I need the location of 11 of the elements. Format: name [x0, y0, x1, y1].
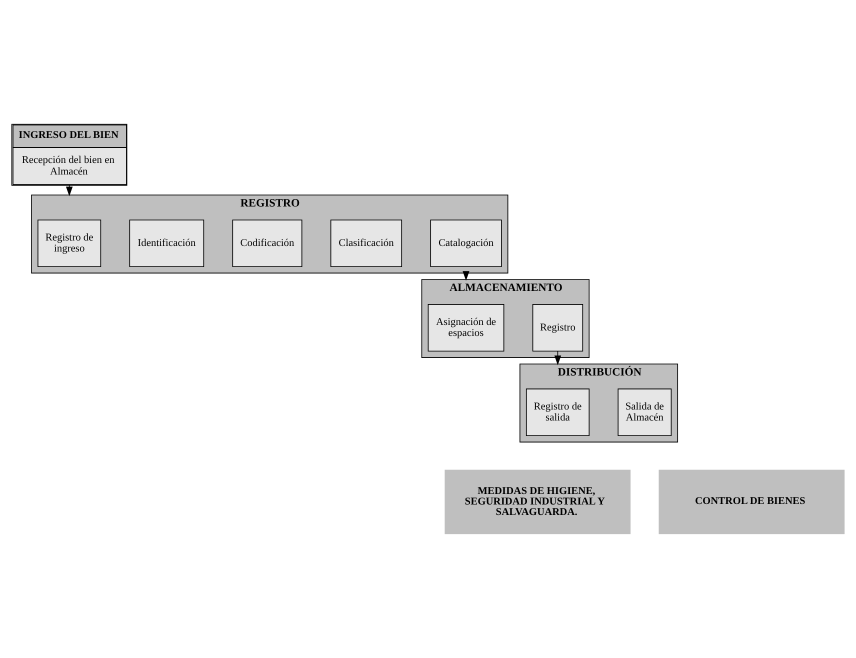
node-box: MEDIDAS DE HIGIENE, SEGURIDAD INDUSTRIAL Y SALVAGUARDA.	[444, 470, 631, 534]
node-box: CONTROL DE BIENES	[658, 470, 845, 534]
node-box: Codificación	[232, 220, 302, 268]
node-box: Salida de Almacén	[618, 388, 672, 436]
node-box: Registro	[532, 304, 584, 352]
node-box: Asignación de espacios	[428, 304, 504, 352]
node-box: Registro de ingreso	[38, 220, 102, 268]
node-box: Catalogación	[430, 220, 502, 268]
node-box: Registro de salida	[526, 388, 590, 436]
node-box: Identificación	[129, 220, 204, 268]
node-box: Clasificación	[330, 220, 402, 268]
